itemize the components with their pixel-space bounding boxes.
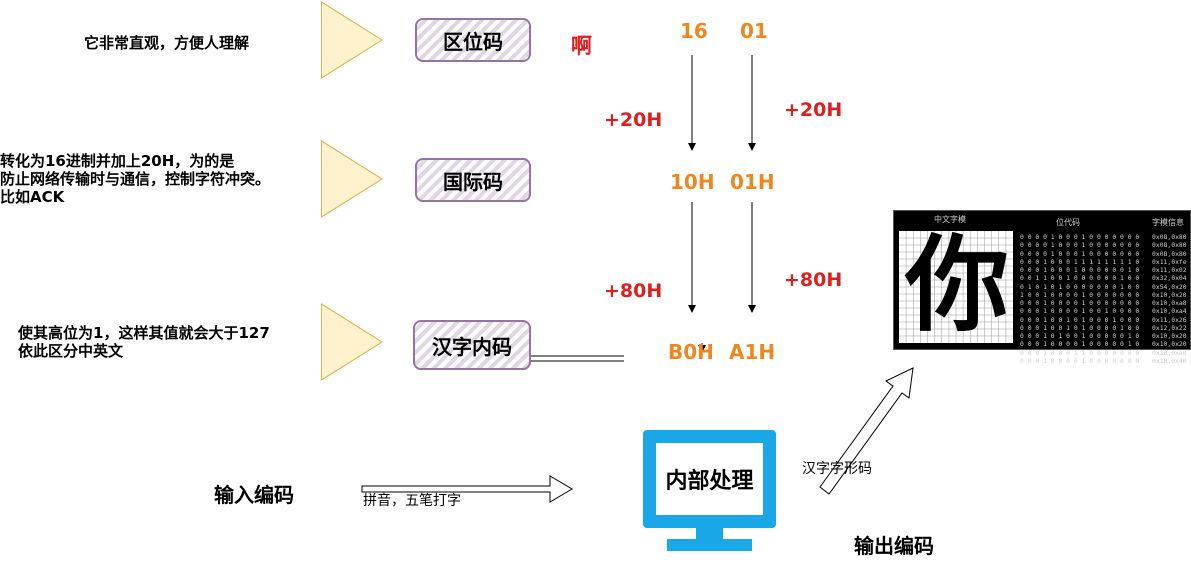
glyph-matrix-panel: 中文字模 位代码 字模信息 你 0 0 0 0 1 0 0 0 1 0 0 0 … <box>893 210 1191 365</box>
glyph-hex-row: 0x32,0x04 <box>1152 274 1187 283</box>
output-encoding-label: 输出编码 <box>854 534 934 558</box>
glyph-hex-row: 0x10,0xa8 <box>1152 299 1187 307</box>
glyph-bit-row: 0 0 0 1 0 0 0 0 1 0 0 0 0 0 1 0 <box>1020 340 1140 349</box>
glyph-hex-row: 0x08,0x80 <box>1152 233 1187 241</box>
monitor-base <box>667 539 752 551</box>
internal-process-label: 内部处理 <box>656 443 763 515</box>
offset-20h-left: +20H <box>604 109 663 131</box>
glyph-hex-row: 0x12,0x22 <box>1152 323 1187 332</box>
input-arrow-label: 拼音，五笔打字 <box>363 493 461 509</box>
glyph-bit-row: 0 0 0 1 0 0 0 1 1 0 0 0 0 0 0 0 <box>1020 348 1140 357</box>
nei-ma-low: A1H <box>729 340 776 364</box>
guo-ji-ma-box: 国际码 <box>415 158 531 202</box>
guo-ji-high: 10H <box>670 170 715 194</box>
glyph-hex-row: 0x11,0x02 <box>1152 266 1187 274</box>
guo-ji-low: 01H <box>730 170 775 194</box>
offset-80h-right: +80H <box>784 269 843 291</box>
glyph-hex-row: 0x11,0x26 <box>1152 315 1187 324</box>
glyph-char: 你 <box>904 224 1009 346</box>
glyph-bit-row: 0 0 0 1 0 0 0 1 0 0 0 0 0 0 1 0 <box>1020 266 1140 274</box>
example-char: 啊 <box>571 34 592 58</box>
glyph-bit-row: 0 0 0 1 0 0 0 1 1 1 1 1 1 1 1 0 <box>1020 257 1140 266</box>
nei-ma-high: B0H <box>668 340 714 364</box>
row1-triangle-fill <box>322 3 381 77</box>
glyph-hex-row: 0x11,0xfe <box>1152 257 1187 266</box>
row2-description: 转化为16进制并加上20H，为的是 防止网络传输时与通信，控制字符冲突。 比如A… <box>0 152 271 206</box>
glyph-hex-row: 0x08,0x80 <box>1152 241 1187 250</box>
glyph-col-title-bits: 位代码 <box>1056 218 1080 227</box>
input-encoding-label: 输入编码 <box>214 483 294 507</box>
glyph-col-title-chinese: 中文字模 <box>934 215 966 224</box>
glyph-bit-row: 0 0 0 1 0 0 0 0 1 0 0 0 0 0 0 0 <box>1020 356 1140 365</box>
glyph-bit-row: 0 0 0 1 0 1 0 0 1 0 0 0 0 0 1 0 <box>1020 332 1140 340</box>
row1-description: 它非常直观，方便人理解 <box>84 34 250 52</box>
glyph-hex-row: 0x10,0x20 <box>1152 290 1187 299</box>
wei-code: 01 <box>740 19 768 43</box>
row3-triangle-fill <box>322 305 381 379</box>
glyph-bit-row: 0 0 0 1 0 0 1 0 1 0 0 0 0 1 0 0 <box>1020 323 1140 332</box>
glyph-bit-row: 0 0 0 1 0 0 0 0 1 0 0 1 0 0 0 0 <box>1020 307 1140 316</box>
glyph-hex-row: 0x08,0x80 <box>1152 249 1187 258</box>
glyph-bit-row: 0 0 0 0 1 0 0 0 1 0 0 0 0 0 0 0 <box>1020 233 1140 241</box>
qu-wei-ma-box: 区位码 <box>415 18 531 62</box>
qu-code: 16 <box>680 19 708 43</box>
glyph-hex-row: 0x10,0xa0 <box>1152 348 1187 357</box>
glyph-bit-row: 0 0 0 1 0 0 0 0 1 0 0 0 0 0 0 0 <box>1020 299 1140 307</box>
glyph-hex-row: 0x10,0x40 <box>1152 356 1187 365</box>
glyph-hex-row: 0x10,0xa4 <box>1152 307 1187 316</box>
offset-20h-right: +20H <box>784 99 843 121</box>
glyph-pixel-grid <box>899 231 1013 343</box>
glyph-hex-row: 0x10,0x20 <box>1152 332 1187 340</box>
row2-triangle-fill <box>322 142 381 216</box>
output-hollow-arrow <box>819 367 914 495</box>
glyph-arrow-label: 汉字字形码 <box>802 461 872 477</box>
row3-description: 使其高位为1，这样其值就会大于127 依此区分中英文 <box>18 324 270 360</box>
monitor-neck <box>696 528 723 539</box>
glyph-bit-row: 0 0 0 1 0 0 1 0 1 0 0 0 1 0 0 0 <box>1020 315 1140 324</box>
glyph-bit-row: 0 0 0 0 1 0 0 0 1 0 0 0 0 0 0 0 <box>1020 241 1140 250</box>
glyph-bit-row: 1 0 0 1 0 0 0 0 1 0 0 0 0 0 0 0 <box>1020 290 1140 299</box>
input-hollow-arrow <box>361 475 573 503</box>
glyph-bit-row: 0 1 0 1 0 1 0 0 0 0 0 0 0 1 0 0 <box>1020 282 1140 291</box>
glyph-col-title-info: 字模信息 <box>1152 218 1184 227</box>
glyph-hex-row: 0x10,0x20 <box>1152 340 1187 349</box>
glyph-bit-row: 0 0 1 1 0 0 1 0 0 0 0 0 0 1 0 0 <box>1020 274 1140 283</box>
glyph-bit-row: 0 0 0 0 1 0 0 0 1 0 0 0 0 0 0 0 <box>1020 249 1140 258</box>
offset-80h-left: +80H <box>604 280 663 302</box>
glyph-hex-row: 0x54,0x20 <box>1152 282 1187 291</box>
nei-ma-box: 汉字内码 <box>413 320 531 370</box>
